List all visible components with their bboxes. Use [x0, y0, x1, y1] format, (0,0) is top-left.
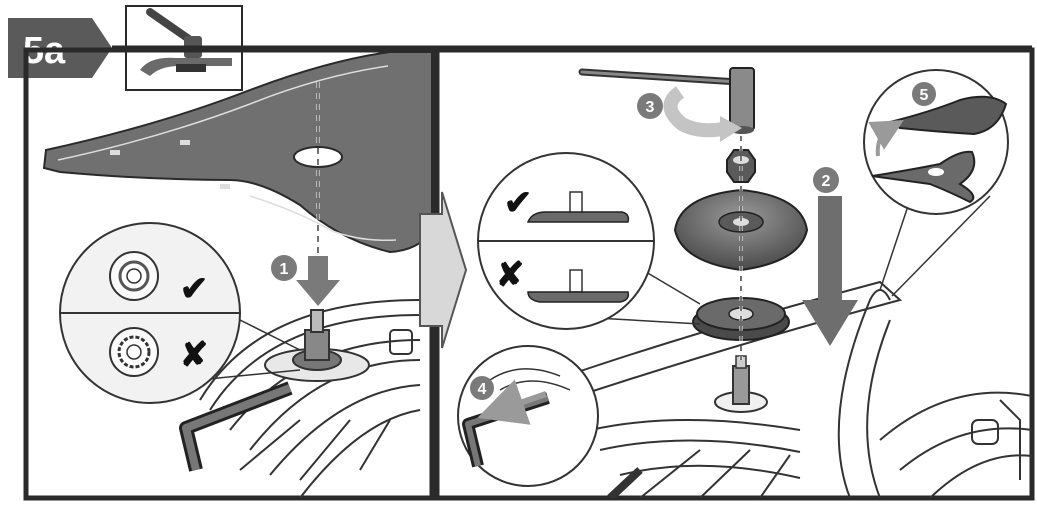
- mower-body: [837, 289, 1032, 498]
- down-arrow-icon: [802, 196, 858, 346]
- correct-washer-view: ✔: [504, 184, 630, 223]
- step-2-marker: 2: [813, 167, 839, 193]
- socket-wrench: [578, 67, 755, 134]
- step-3-number: 3: [646, 99, 655, 116]
- correct-hub-view: ✔: [109, 251, 209, 308]
- blade-flip-inset: 5: [863, 69, 1009, 297]
- step-4-number: 4: [478, 381, 487, 398]
- cross-mark-icon: ✘: [496, 256, 525, 294]
- washer-orientation-inset: ✔ ✘: [477, 152, 655, 330]
- cutting-blade: [42, 52, 431, 254]
- step-2-number: 2: [822, 173, 831, 190]
- blade-center-hole: [293, 146, 343, 168]
- wrong-hub-view: ✘: [109, 327, 209, 377]
- mower-lower: [589, 419, 801, 498]
- step-5-number: 5: [920, 87, 929, 104]
- right-panel: 3 2 ✔ ✘: [457, 67, 1032, 498]
- left-panel: 1 ✔ ✘: [42, 52, 431, 498]
- cross-mark-icon: ✘: [180, 336, 209, 374]
- hub-orientation-inset: ✔ ✘: [59, 222, 241, 404]
- blade-hub: [264, 309, 370, 382]
- check-mark-icon: ✔: [504, 184, 533, 222]
- step-3-marker: 3: [637, 93, 663, 119]
- wrong-washer-view: ✘: [496, 256, 630, 303]
- drive-spindle: [714, 355, 768, 413]
- next-arrow-icon: [419, 191, 468, 349]
- allen-key: [179, 381, 293, 472]
- step-1-marker: 1: [271, 255, 297, 281]
- allen-key-inset: 4: [457, 345, 599, 487]
- mower-chassis: [199, 299, 421, 498]
- down-arrow-icon: [296, 256, 340, 306]
- step-1-number: 1: [280, 261, 289, 278]
- check-mark-icon: ✔: [180, 270, 209, 308]
